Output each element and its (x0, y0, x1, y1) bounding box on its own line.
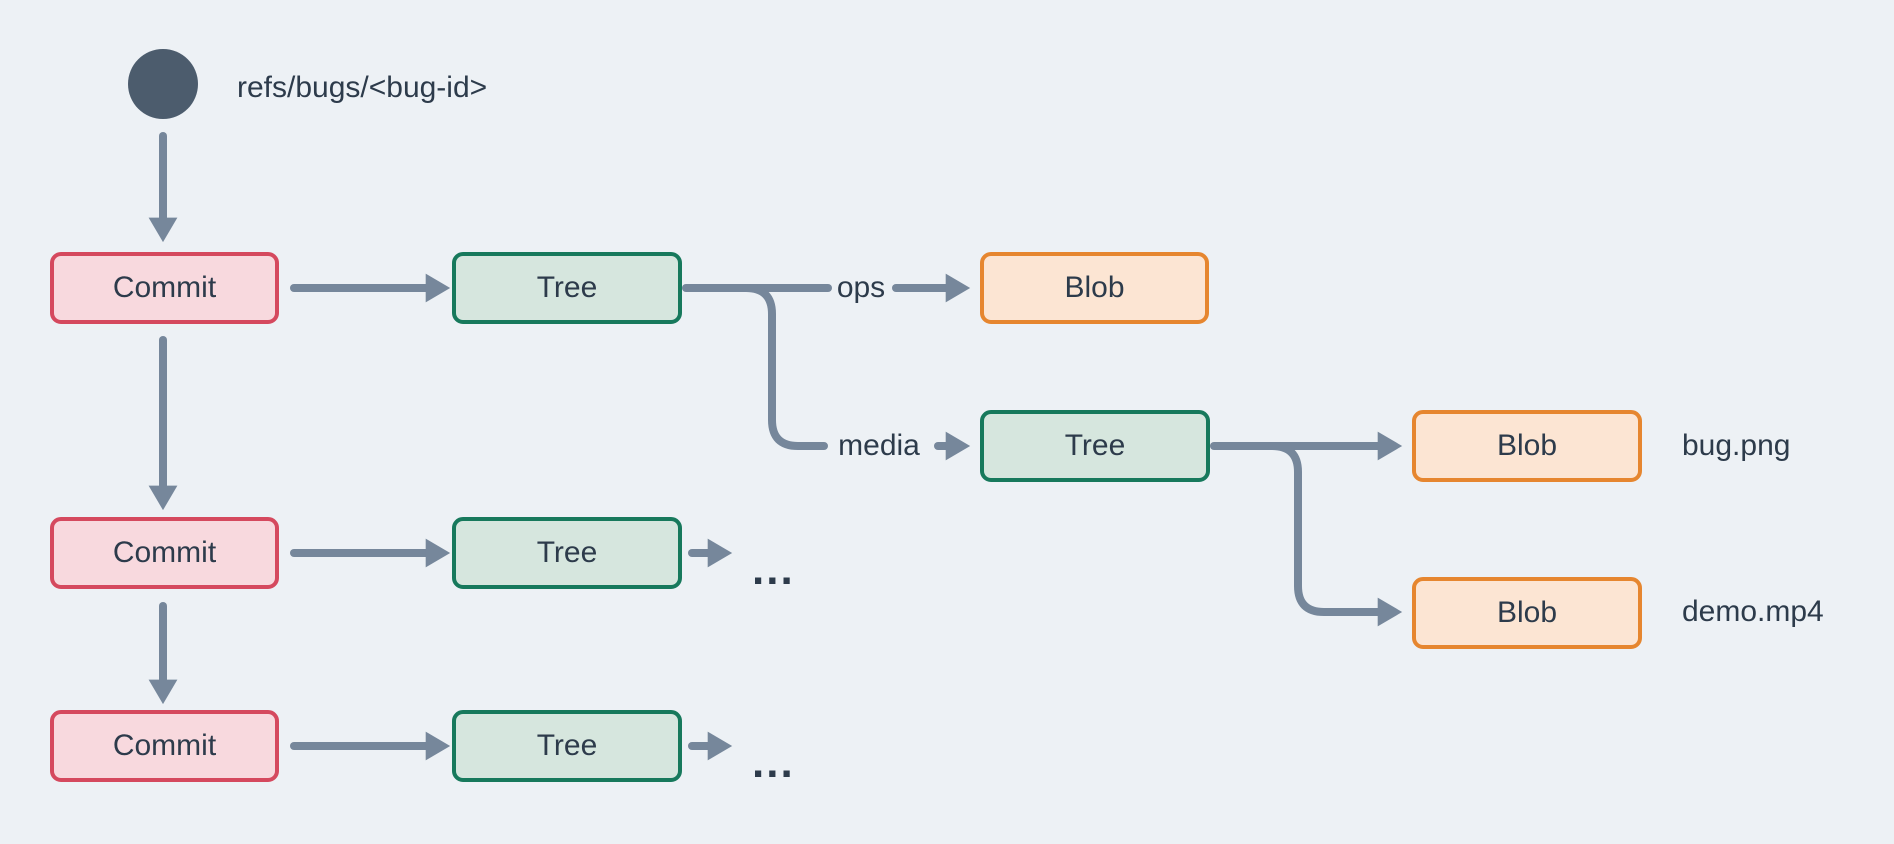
commit-node-3: Commit (50, 710, 279, 782)
file-label-bug-png: bug.png (1682, 429, 1791, 462)
blob-node-bug-png: Blob (1412, 410, 1642, 482)
blob-node-demo-mp4: Blob (1412, 577, 1642, 649)
ref-label: refs/bugs/<bug-id> (237, 71, 488, 104)
edge-label-ops: ops (836, 271, 886, 304)
ellipsis-tree4: ... (752, 738, 795, 787)
file-label-demo-mp4: demo.mp4 (1682, 595, 1824, 628)
ellipsis-tree3: ... (752, 545, 795, 594)
commit-node-2: Commit (50, 517, 279, 589)
edge-label-media: media (838, 429, 920, 462)
tree-node-1: Tree (452, 252, 682, 324)
edge-tree2-branch-to-blob-demo (1268, 442, 1403, 627)
tree-node-2-media: Tree (980, 410, 1210, 482)
tree-node-3: Tree (452, 517, 682, 589)
edge-tree1-branch-to-media-label (742, 284, 828, 450)
tree-node-4: Tree (452, 710, 682, 782)
commit-node-1: Commit (50, 252, 279, 324)
ref-head-circle (128, 49, 198, 119)
blob-node-ops: Blob (980, 252, 1209, 324)
